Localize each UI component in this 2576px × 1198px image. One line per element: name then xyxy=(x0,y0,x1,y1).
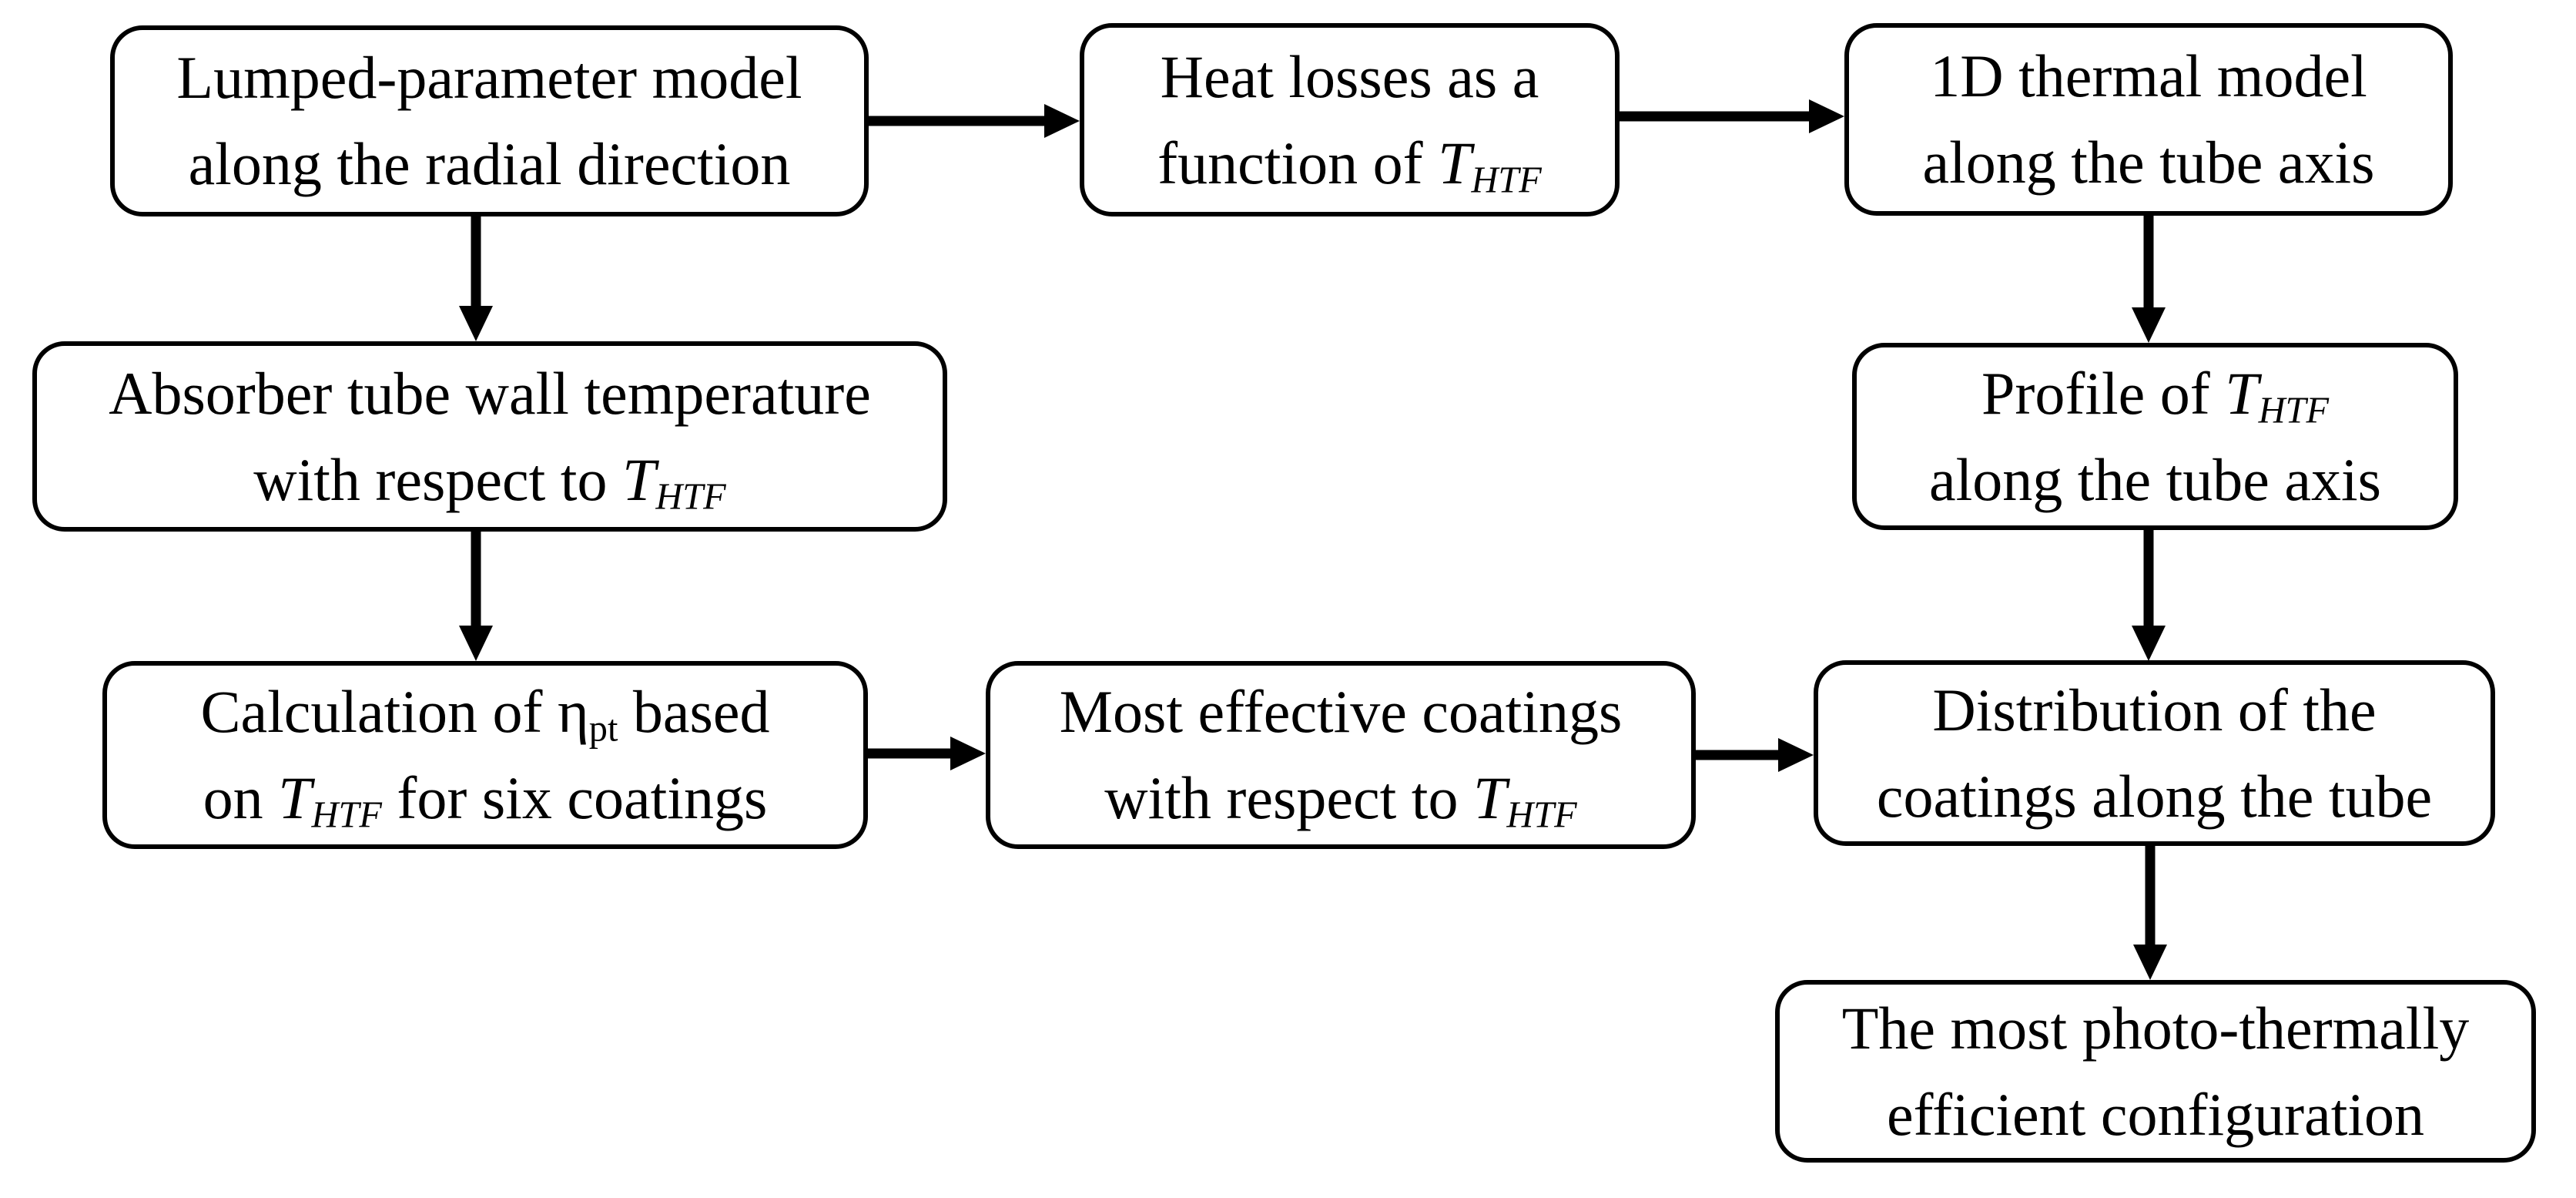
text-line: along the radial direction xyxy=(189,121,791,207)
text-line: along the tube axis xyxy=(1929,437,2381,523)
text-segment: T xyxy=(1438,129,1472,196)
text-segment: on xyxy=(203,764,279,831)
text-line: Most effective coatings xyxy=(1060,669,1623,755)
text-segment: The most photo-thermally xyxy=(1841,994,2470,1062)
box-absorber-wall-temperature: Absorber tube wall temperature with respe… xyxy=(32,341,947,532)
text-segment: Lumped-parameter model xyxy=(176,44,802,111)
text-line: The most photo-thermally xyxy=(1842,985,2470,1072)
arrow-profile-to-distribution xyxy=(2132,530,2166,661)
text-line: with respect to THTF xyxy=(1104,755,1576,841)
text-line: efficient configuration xyxy=(1887,1072,2424,1158)
text-segment: Profile of xyxy=(1981,359,2226,427)
text-segment: for six coatings xyxy=(381,764,768,831)
text-segment: along the tube axis xyxy=(1922,129,2375,196)
arrow-effective-coatings-to-distribution xyxy=(1696,738,1814,772)
box-most-efficient-configuration: The most photo-thermally efficient config… xyxy=(1775,980,2536,1163)
arrow-1d-model-to-profile xyxy=(2132,216,2166,343)
text-line: with respect to THTF xyxy=(253,437,725,523)
text-segment: HTF xyxy=(1506,794,1577,836)
text-line: coatings along the tube xyxy=(1877,753,2432,840)
arrow-distribution-to-configuration xyxy=(2133,846,2167,980)
text-segment: Most effective coatings xyxy=(1059,678,1623,745)
arrow-heat-losses-to-1d-model xyxy=(1620,99,1844,133)
box-profile-of-thtf: Profile of THTF along the tube axis xyxy=(1852,343,2458,530)
box-coatings-distribution: Distribution of the coatings along the tu… xyxy=(1814,660,2495,846)
text-line: Profile of THTF xyxy=(1981,351,2329,437)
arrow-absorber-wall-to-calculation xyxy=(459,532,493,661)
text-line: Absorber tube wall temperature xyxy=(109,351,871,437)
arrow-calculation-to-effective-coatings xyxy=(868,737,986,770)
text-line: function of THTF xyxy=(1157,120,1542,206)
text-line: 1D thermal model xyxy=(1930,33,2367,119)
text-segment: Distribution of the xyxy=(1932,676,2377,743)
text-segment: based xyxy=(618,678,770,745)
text-segment: efficient configuration xyxy=(1886,1080,2425,1148)
text-segment: η xyxy=(558,678,589,745)
text-segment: T xyxy=(2225,359,2259,427)
text-segment: Absorber tube wall temperature xyxy=(109,359,871,427)
box-heat-losses: Heat losses as a function of THTF xyxy=(1080,23,1620,216)
arrow-lumped-to-heat-losses xyxy=(869,104,1080,138)
text-segment: coatings along the tube xyxy=(1876,762,2433,830)
text-segment: along the radial direction xyxy=(188,130,791,197)
text-segment: HTF xyxy=(311,794,382,836)
text-segment: T xyxy=(621,445,656,513)
text-segment: HTF xyxy=(655,476,726,518)
text-segment: T xyxy=(1472,764,1507,831)
text-line: Distribution of the xyxy=(1932,667,2376,753)
box-most-effective-coatings: Most effective coatings with respect to T… xyxy=(986,661,1696,849)
text-segment: with respect to xyxy=(253,445,622,513)
text-segment: HTF xyxy=(1471,159,1542,201)
box-lumped-parameter-model: Lumped-parameter model along the radial d… xyxy=(110,25,869,216)
text-line: along the tube axis xyxy=(1922,119,2374,206)
text-segment: T xyxy=(278,764,312,831)
text-segment: function of xyxy=(1157,129,1439,196)
text-segment: with respect to xyxy=(1104,764,1473,831)
text-segment: 1D thermal model xyxy=(1930,42,2367,109)
text-segment: HTF xyxy=(2258,390,2329,431)
text-segment: along the tube axis xyxy=(1928,445,2382,513)
text-line: Heat losses as a xyxy=(1161,34,1539,120)
arrow-lumped-to-absorber-wall xyxy=(459,216,493,341)
box-1d-thermal-model: 1D thermal model along the tube axis xyxy=(1844,23,2453,216)
text-segment: pt xyxy=(588,708,618,750)
text-segment: Heat losses as a xyxy=(1160,42,1539,110)
text-line: on THTF for six coatings xyxy=(203,755,768,841)
text-segment: Calculation of xyxy=(200,678,558,745)
text-line: Lumped-parameter model xyxy=(176,35,802,121)
text-line: Calculation of ηpt based xyxy=(200,669,769,755)
